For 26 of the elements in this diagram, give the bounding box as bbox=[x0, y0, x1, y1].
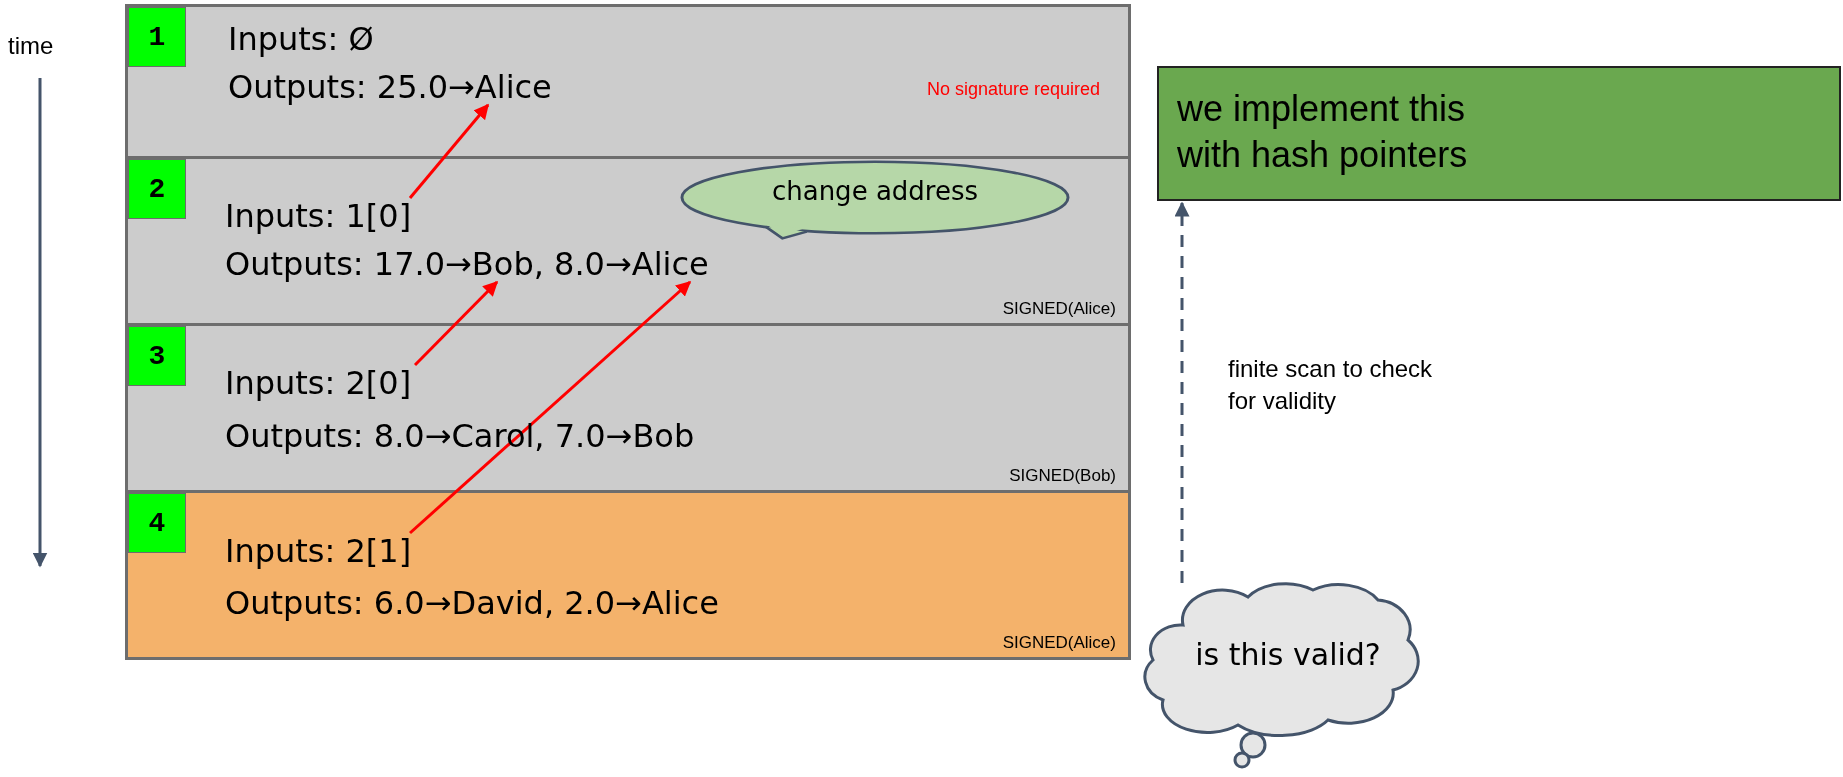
transaction-row bbox=[125, 323, 1131, 493]
transaction-text: Outputs: 25.0→Alice bbox=[228, 67, 628, 109]
transaction-number: 3 bbox=[128, 326, 186, 386]
transaction-text: Inputs: Ø bbox=[228, 19, 448, 61]
transaction-text: Outputs: 17.0→Bob, 8.0→Alice bbox=[225, 244, 815, 286]
transaction-row bbox=[125, 156, 1131, 326]
transaction-row bbox=[125, 4, 1131, 159]
note-text: No signature required bbox=[926, 79, 1100, 100]
transaction-text: Inputs: 1[0] bbox=[225, 196, 465, 238]
transaction-text: Inputs: 2[0] bbox=[225, 363, 465, 405]
transaction-row bbox=[125, 490, 1131, 660]
transaction-number: 1 bbox=[128, 7, 186, 67]
arrow bbox=[409, 280, 692, 535]
transaction-text: Outputs: 6.0→David, 2.0→Alice bbox=[225, 583, 835, 625]
arrow bbox=[1174, 201, 1190, 583]
signature-label: SIGNED(Alice) bbox=[1002, 299, 1116, 319]
transaction-number: 4 bbox=[128, 493, 186, 553]
arrow bbox=[408, 103, 490, 199]
note-box: we implement this with hash pointers bbox=[1157, 66, 1841, 201]
arrow bbox=[413, 280, 499, 367]
signature-label: SIGNED(Bob) bbox=[1009, 466, 1116, 486]
edge-label: finite scan to check for validity bbox=[1228, 354, 1434, 416]
transaction-text: Inputs: 2[1] bbox=[225, 531, 465, 573]
transaction-number: 2 bbox=[128, 159, 186, 219]
axis-label: time bbox=[8, 32, 54, 60]
signature-label: SIGNED(Alice) bbox=[1002, 633, 1116, 653]
